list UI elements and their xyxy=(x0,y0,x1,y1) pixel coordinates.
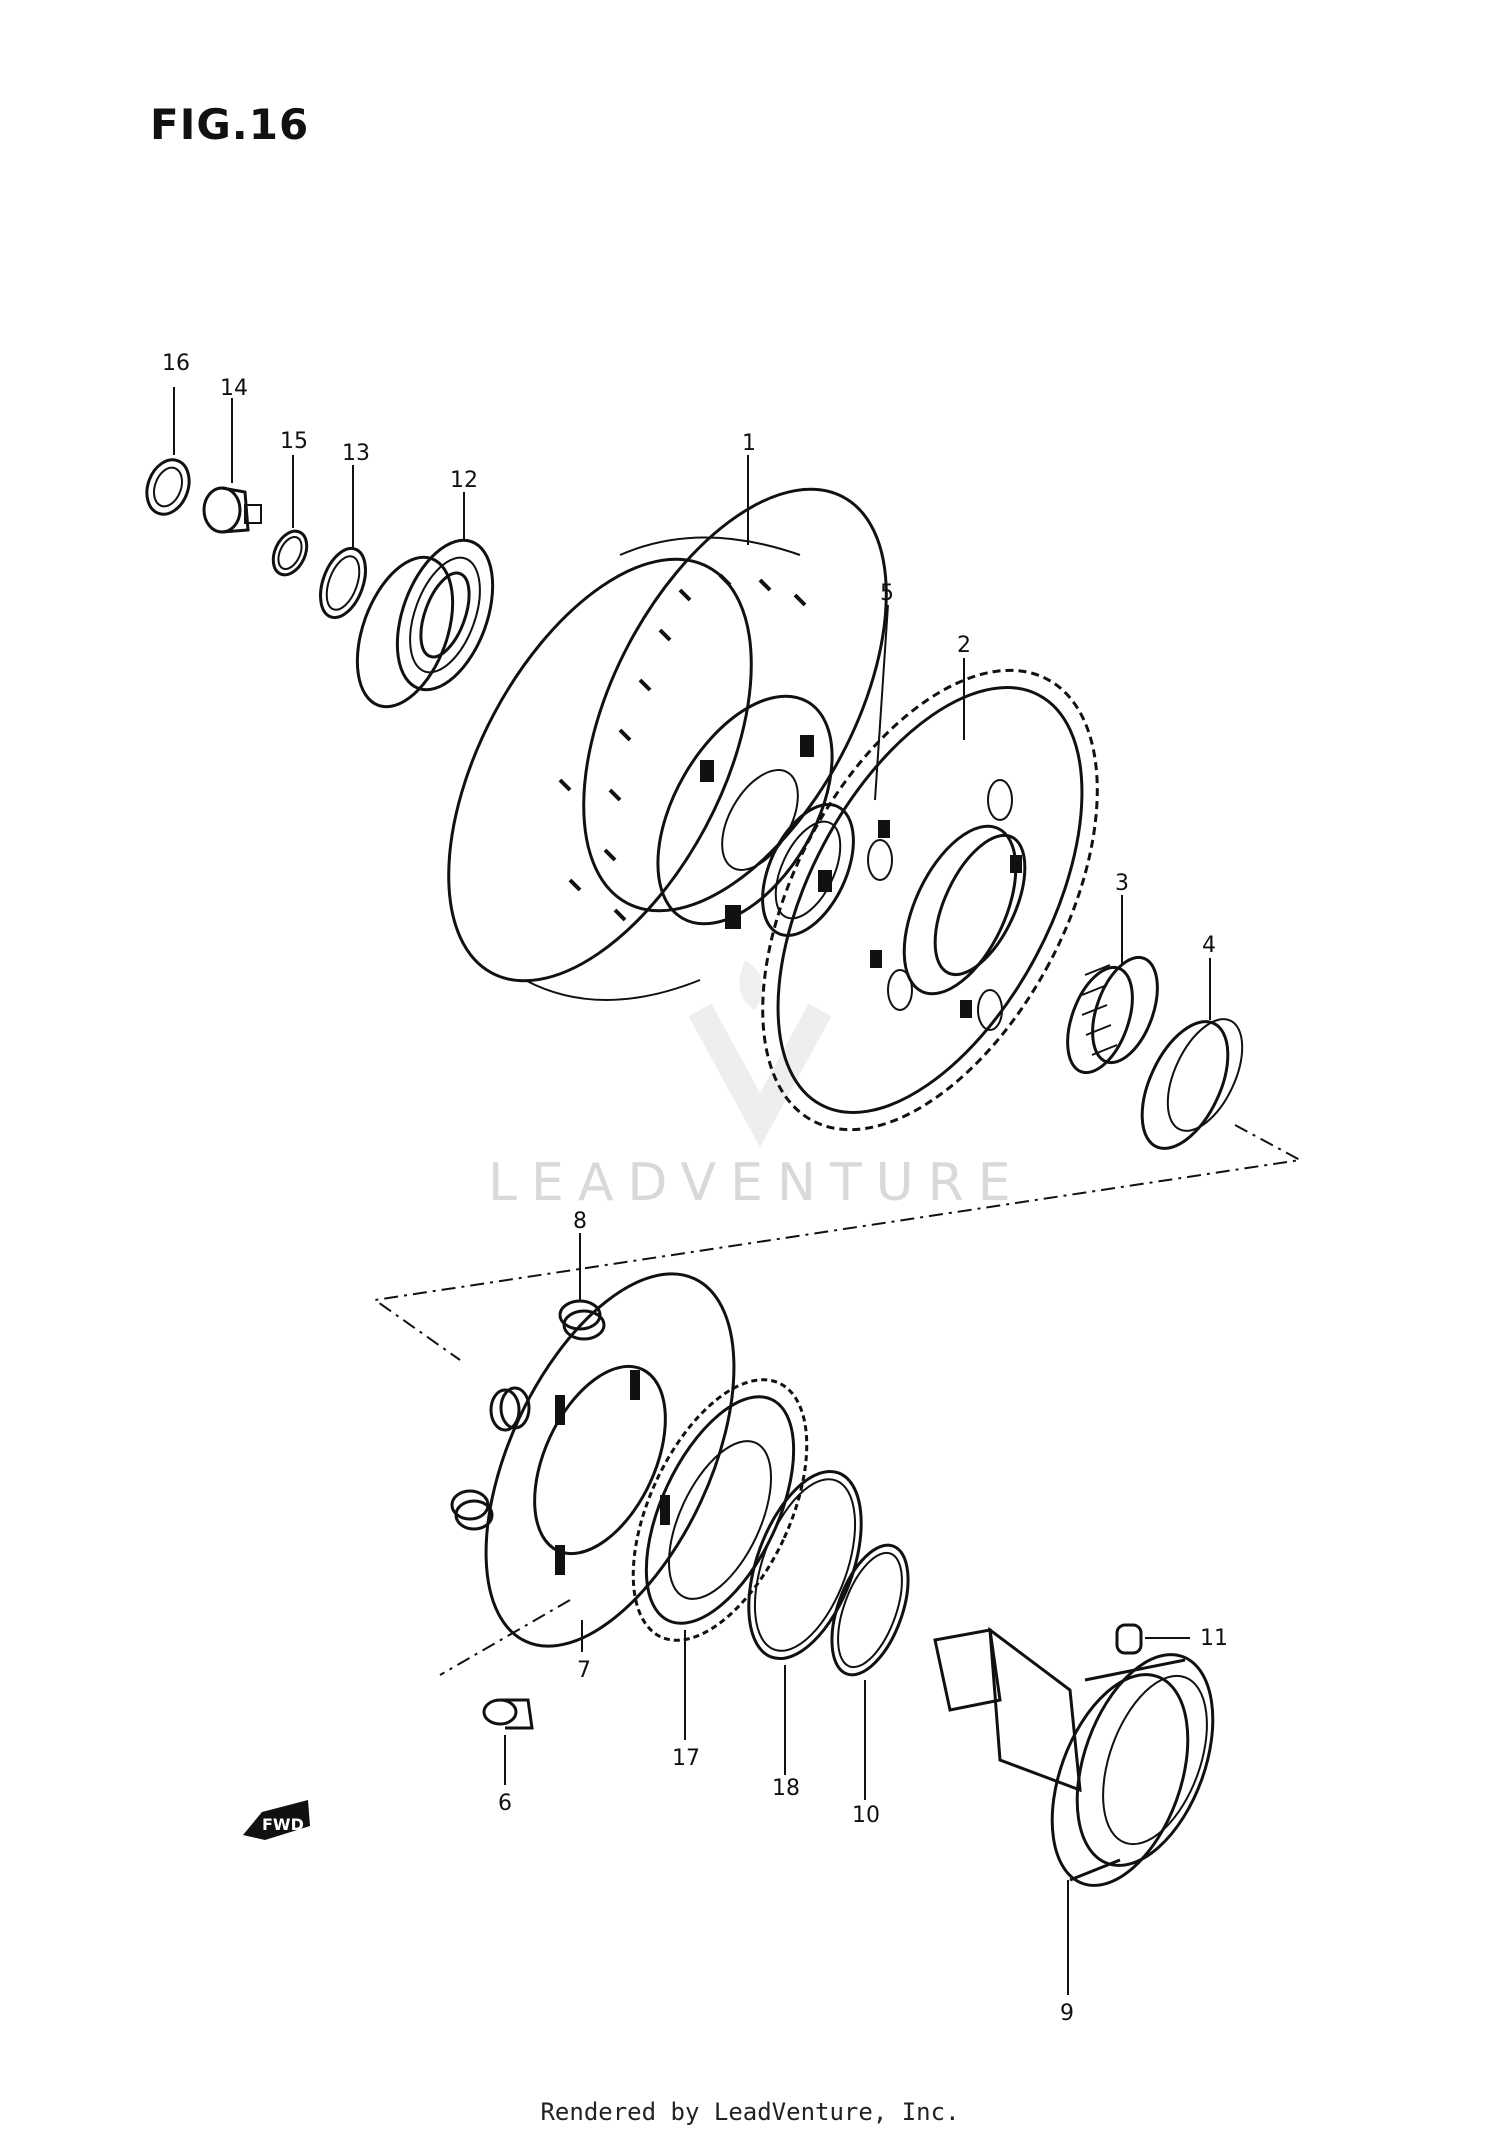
leader-lines xyxy=(173,387,1211,1995)
callout-1: 1 xyxy=(742,431,756,456)
callout-10: 10 xyxy=(852,1803,880,1828)
fwd-label: FWD xyxy=(262,1815,304,1834)
assembly-centerline xyxy=(372,1124,1304,1676)
callout-18: 18 xyxy=(772,1776,800,1801)
callout-3: 3 xyxy=(1115,871,1129,896)
part-15-o-ring[interactable] xyxy=(267,526,314,580)
part-10-o-ring[interactable] xyxy=(817,1535,924,1685)
callout-5: 5 xyxy=(880,581,894,606)
callout-16: 16 xyxy=(162,351,190,376)
part-3-needle-bearing[interactable] xyxy=(1055,949,1170,1082)
part-18-circlip[interactable] xyxy=(726,1456,883,1673)
watermark-text: LEADVENTURE xyxy=(488,1153,1025,1213)
part-6-bolt[interactable] xyxy=(482,1698,534,1730)
callout-7: 7 xyxy=(577,1658,591,1683)
callout-12: 12 xyxy=(450,468,478,493)
part-11-pin[interactable] xyxy=(1115,1623,1143,1655)
part-2-starter-driven-gear[interactable] xyxy=(693,616,1166,1184)
leadventure-watermark-logo xyxy=(688,960,832,1148)
callout-15: 15 xyxy=(280,429,308,454)
callout-13: 13 xyxy=(342,441,370,466)
callout-8: 8 xyxy=(573,1209,587,1234)
callout-9: 9 xyxy=(1060,2001,1074,2026)
part-8-springs[interactable] xyxy=(450,1299,606,1531)
callout-6: 6 xyxy=(498,1791,512,1816)
figure-title: FIG.16 xyxy=(150,100,310,149)
callout-4: 4 xyxy=(1202,933,1216,958)
part-9-clutch-shaft[interactable] xyxy=(933,1626,1239,1904)
part-5-spacer[interactable] xyxy=(744,790,872,949)
fwd-arrow-icon: FWD xyxy=(243,1800,310,1840)
part-1-clutch-drum[interactable] xyxy=(386,441,949,1030)
footer-credit: Rendered by LeadVenture, Inc. xyxy=(540,2098,960,2126)
callout-17: 17 xyxy=(672,1746,700,1771)
callout-14: 14 xyxy=(220,376,248,401)
callout-11: 11 xyxy=(1200,1626,1228,1651)
part-12-bearing[interactable] xyxy=(339,527,511,719)
part-14-bushing[interactable] xyxy=(202,486,262,534)
part-13-circlip[interactable] xyxy=(312,542,374,623)
part-16-circlip[interactable] xyxy=(140,454,197,520)
callout-2: 2 xyxy=(957,633,971,658)
part-4-collar[interactable] xyxy=(1125,1008,1258,1161)
part-7-clutch-plate[interactable] xyxy=(435,1236,785,1683)
